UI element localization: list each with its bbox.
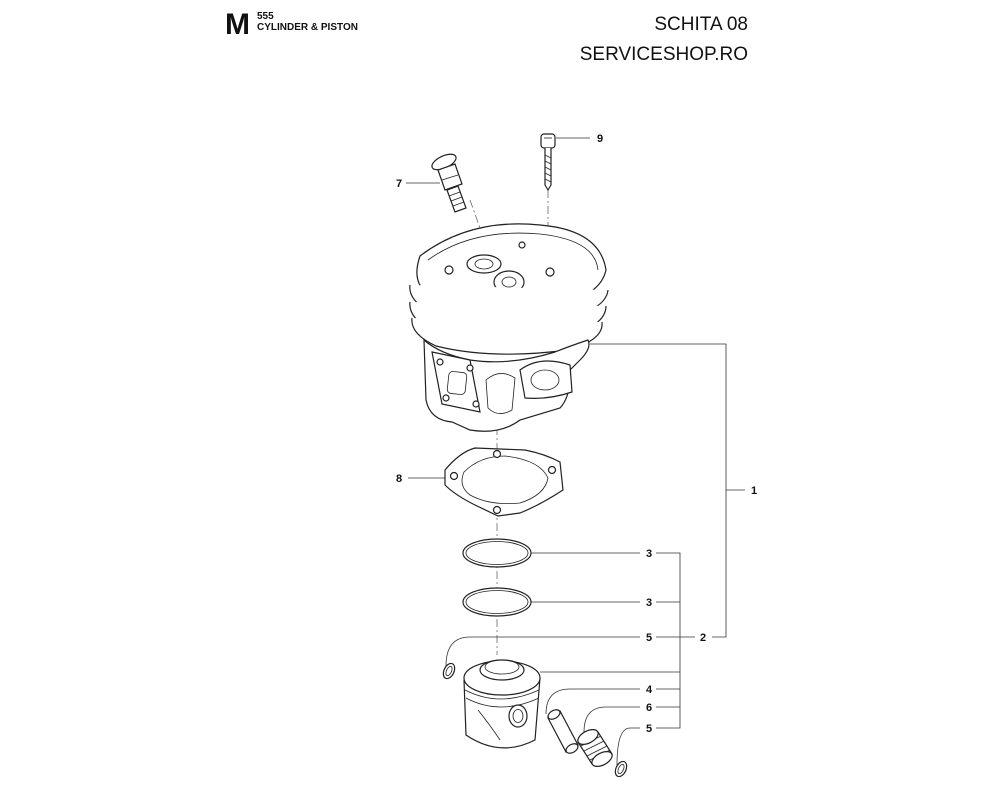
gasket-part <box>444 447 564 517</box>
needle-bearing-part <box>577 729 613 767</box>
leader-lines <box>406 137 745 766</box>
cylinder-part <box>409 223 609 432</box>
callout-9: 9 <box>597 133 603 145</box>
callout-3-lower: 3 <box>646 597 652 609</box>
decompression-valve-part <box>431 153 467 213</box>
callout-7: 7 <box>396 178 402 190</box>
circlip-left-part <box>442 662 456 680</box>
piston-ring-lower-part <box>462 587 532 617</box>
callout-3-upper: 3 <box>646 548 652 560</box>
section-letter: M <box>225 8 250 41</box>
diagram-title: CYLINDER & PISTON <box>257 22 358 33</box>
callout-6: 6 <box>646 702 652 714</box>
callout-2: 2 <box>700 632 706 644</box>
callout-8: 8 <box>396 473 402 485</box>
model-number: 555 <box>257 11 274 22</box>
circlip-right-part <box>614 760 628 778</box>
callout-5-upper: 5 <box>646 632 652 644</box>
piston-part <box>463 659 541 749</box>
screw-part <box>540 133 556 192</box>
site-label: SERVICESHOP.RO <box>579 44 748 65</box>
piston-pin-part <box>547 709 579 754</box>
sheet-label: SCHITA 08 <box>654 14 748 35</box>
callout-1: 1 <box>751 485 757 497</box>
callout-5-lower: 5 <box>646 723 652 735</box>
piston-ring-upper-part <box>462 538 532 568</box>
callout-4: 4 <box>646 684 653 696</box>
